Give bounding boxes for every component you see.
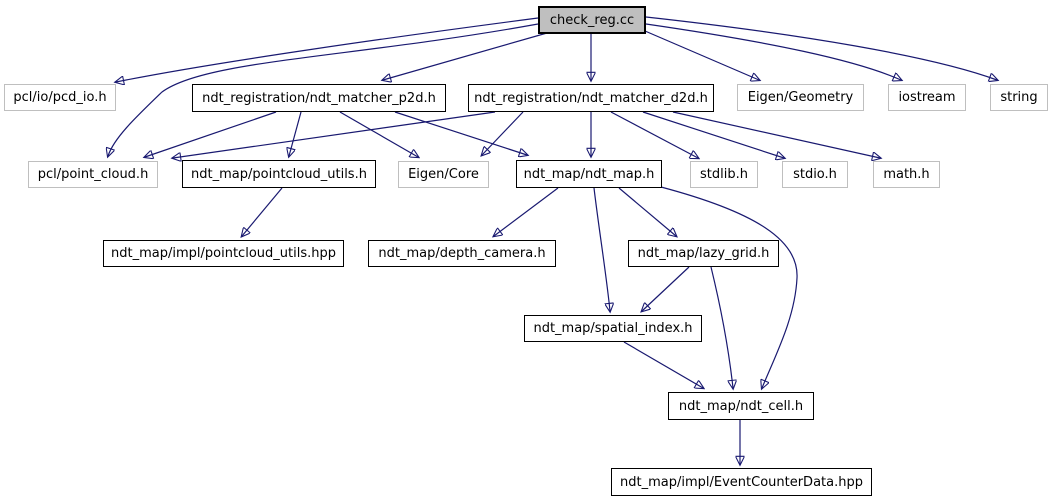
node-ndt-registration-ndt-matcher-p2d-h[interactable]: ndt_registration/ndt_matcher_p2d.h [192,84,446,112]
node-eigen-geometry: Eigen/Geometry [737,84,864,111]
node-ndt-map-lazy-grid-h[interactable]: ndt_map/lazy_grid.h [628,240,779,267]
edge-lazy_grid-to-ndt_cell [710,266,733,388]
node-ndt-map-depth-camera-h[interactable]: ndt_map/depth_camera.h [368,240,556,267]
edge-matcher_p2d-to-ndt_map [394,111,527,155]
edge-matcher_d2d-to-point_cloud [173,111,496,158]
node-ndt-map-pointcloud-utils-h[interactable]: ndt_map/pointcloud_utils.h [182,160,376,188]
edge-lazy_grid-to-spatial_index [642,266,690,311]
node-check-reg-cc: check_reg.cc [538,6,646,34]
edge-pointcloud_utils-to-hpp [242,187,283,236]
node-pcl-point-cloud-h: pcl/point_cloud.h [28,161,158,188]
node-ndt-registration-ndt-matcher-d2d-h[interactable]: ndt_registration/ndt_matcher_d2d.h [468,84,714,112]
node-pcl-io-pcd-io-h: pcl/io/pcd_io.h [4,84,116,111]
edge-check_reg-to-string [645,16,997,80]
node-ndt-map-ndt-map-h[interactable]: ndt_map/ndt_map.h [516,160,662,188]
node-string: string [990,84,1048,111]
edge-ndt_map-to-spatial_index [593,187,610,311]
edge-ndt_map-to-lazy_grid [618,187,676,236]
edge-ndt_map-to-depth_camera [494,187,559,236]
edge-check_reg-to-iostream [645,23,901,80]
edge-ndt_map-to-ndt_cell [660,186,798,388]
edge-matcher_p2d-to-pointcloud_utils [289,111,302,156]
edge-matcher_p2d-to-eigen_core [339,111,418,157]
node-ndt-map-ndt-cell-h[interactable]: ndt_map/ndt_cell.h [668,392,814,420]
edge-check_reg-to-eigen_geometry [644,30,759,80]
node-stdlib-h: stdlib.h [690,161,758,188]
node-math-h: math.h [873,161,940,188]
node-iostream: iostream [888,84,966,111]
node-ndt-map-spatial-index-h[interactable]: ndt_map/spatial_index.h [524,315,702,342]
node-stdio-h: stdio.h [782,161,848,188]
edge-matcher_d2d-to-eigen_core [482,111,524,155]
edge-spatial_index-to-ndt_cell [623,341,703,388]
edge-check_reg-to-point_cloud [108,23,539,156]
node-ndt-map-impl-pointcloud-utils-hpp[interactable]: ndt_map/impl/pointcloud_utils.hpp [103,240,344,267]
edge-check_reg-to-matcher_p2d [383,32,548,80]
edge-check_reg-to-pcd_io [116,17,539,82]
edge-matcher_p2d-to-point_cloud [145,111,277,157]
node-ndt-map-impl-eventcounterdata-hpp[interactable]: ndt_map/impl/EventCounterData.hpp [611,468,872,496]
edge-matcher_d2d-to-math [672,111,880,158]
edge-matcher_d2d-to-stdio [642,111,784,158]
edge-matcher_d2d-to-stdlib [610,111,698,158]
node-eigen-core: Eigen/Core [398,161,489,188]
